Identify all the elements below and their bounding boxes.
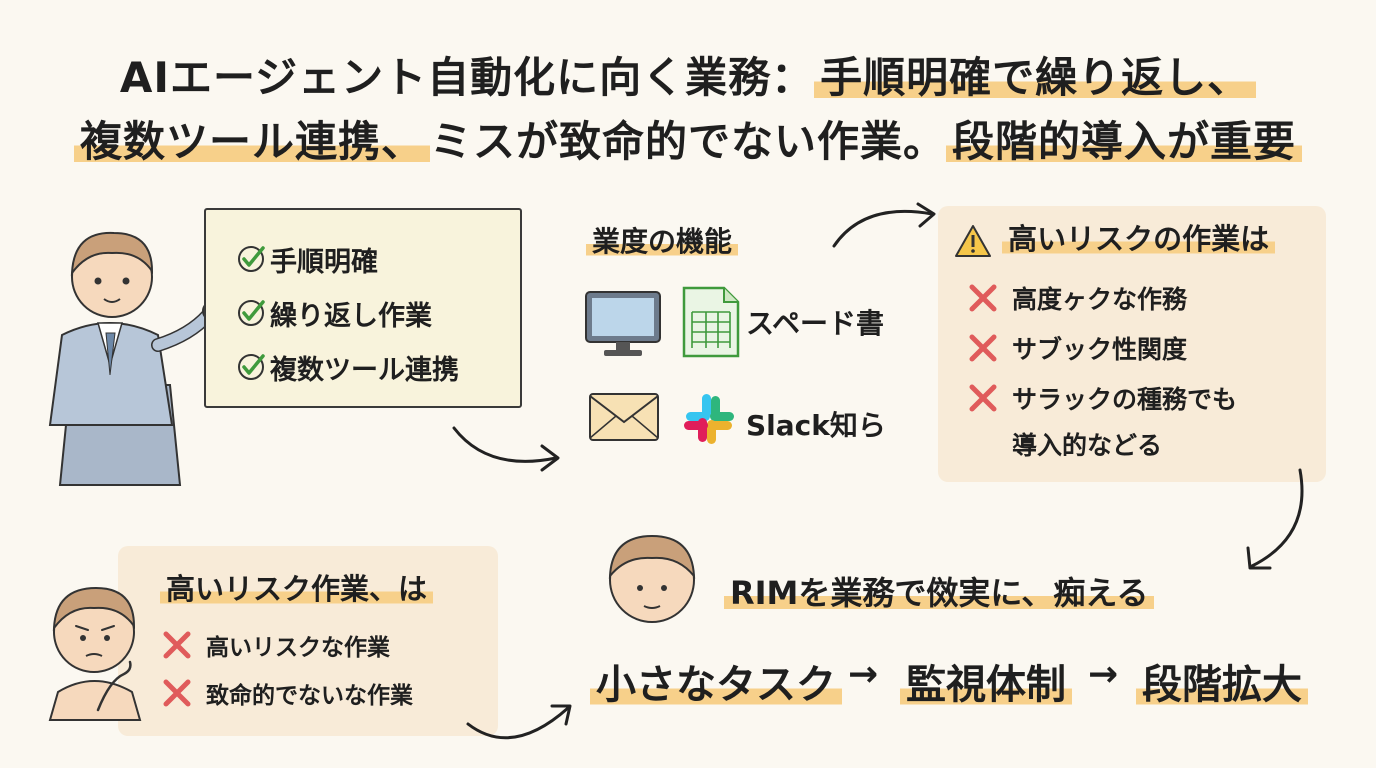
curved-arrow-icon — [452, 426, 560, 472]
spreadsheet-label: スペード書 — [746, 307, 885, 340]
curved-arrow-icon — [832, 202, 936, 248]
checklist-panel: 手順明確 繰り返し作業 複数ツール連携 — [204, 208, 522, 408]
risk-summary-title: 高いリスク作業、は — [160, 566, 434, 608]
title-part: AIエージェント自動化に向く業務： — [119, 53, 815, 102]
risk-summary-item: 致命的でないな作業 — [162, 676, 413, 710]
flow-step-text: 監視体制 — [900, 662, 1072, 708]
risk-summary-item: 高いリスクな作業 — [162, 628, 390, 662]
cross-icon — [163, 679, 191, 707]
check-icon — [238, 246, 265, 272]
flow-arrow: → — [848, 654, 879, 695]
high-risk-item: サラックの種務でも — [968, 380, 1237, 416]
check-icon — [238, 300, 265, 326]
slack-label: Slack知ら — [746, 409, 886, 442]
risk-summary-item-label: 致命的でないな作業 — [206, 683, 413, 709]
cross-icon — [969, 334, 997, 362]
flow-step-text: 段階拡大 — [1136, 662, 1308, 708]
title-line-1: AIエージェント自動化に向く業務：手順明確で繰り返し、 — [0, 44, 1376, 105]
high-risk-item: 高度ヶクな作務 — [968, 280, 1187, 316]
checklist-item: 手順明確 — [236, 232, 520, 286]
high-risk-item-label: サラックの種務でも — [1012, 385, 1238, 414]
title-line-2: 複数ツール連携、ミスが致命的でない作業。段階的導入が重要 — [0, 108, 1376, 169]
cross-icon — [163, 631, 191, 659]
slack-icon — [684, 394, 734, 444]
high-risk-continuation: 導入的などる — [1012, 431, 1163, 460]
high-risk-title-text: 高いリスクの作業は — [1002, 222, 1276, 256]
title-highlight: 段階的導入が重要 — [946, 117, 1303, 166]
risk-summary-item-label: 高いリスクな作業 — [206, 635, 390, 661]
email-icon — [589, 393, 659, 441]
check-icon — [238, 354, 265, 380]
flow-step-monitoring: 監視体制 — [900, 652, 1072, 710]
curved-arrow-icon — [1246, 468, 1304, 570]
curved-arrow-icon — [466, 704, 572, 740]
rim-statement: RIMを業務で傚実に、痴える — [724, 568, 1155, 614]
tools-title: 業度の機能 — [586, 220, 739, 260]
flow-arrow: → — [1088, 654, 1119, 695]
checklist-label: 複数ツール連携 — [270, 354, 459, 386]
tools-title-text: 業度の機能 — [586, 225, 739, 258]
spreadsheet-icon — [682, 286, 740, 358]
title-part: ミスが致命的でない作業。 — [429, 117, 946, 166]
title-highlight: 複数ツール連携、 — [73, 117, 430, 166]
flow-step-text: 小さなタスク — [590, 662, 842, 708]
cross-icon — [969, 284, 997, 312]
title-highlight: 手順明確で繰り返し、 — [814, 53, 1257, 102]
risk-summary-title-text: 高いリスク作業、は — [160, 572, 434, 606]
person-face-illustration — [608, 534, 696, 623]
high-risk-item-label: サブック性関度 — [1012, 335, 1188, 364]
high-risk-item: サブック性関度 — [968, 330, 1187, 366]
checklist-item: 繰り返し作業 — [236, 286, 520, 340]
checklist-label: 繰り返し作業 — [270, 300, 432, 332]
businessman-pointing-illustration — [48, 231, 222, 486]
checklist-item: 複数ツール連携 — [236, 340, 520, 394]
warning-icon — [955, 225, 991, 257]
monitor-icon — [585, 291, 661, 356]
high-risk-item-label: 高度ヶクな作務 — [1012, 285, 1188, 314]
flow-step-small-task: 小さなタスク — [590, 652, 842, 710]
thinking-person-illustration — [48, 586, 142, 721]
checklist-label: 手順明確 — [270, 246, 378, 278]
cross-icon — [969, 384, 997, 412]
rim-statement-text: RIMを業務で傚実に、痴える — [724, 574, 1155, 612]
high-risk-title: 高いリスクの作業は — [954, 216, 1276, 258]
flow-step-expansion: 段階拡大 — [1136, 652, 1308, 710]
